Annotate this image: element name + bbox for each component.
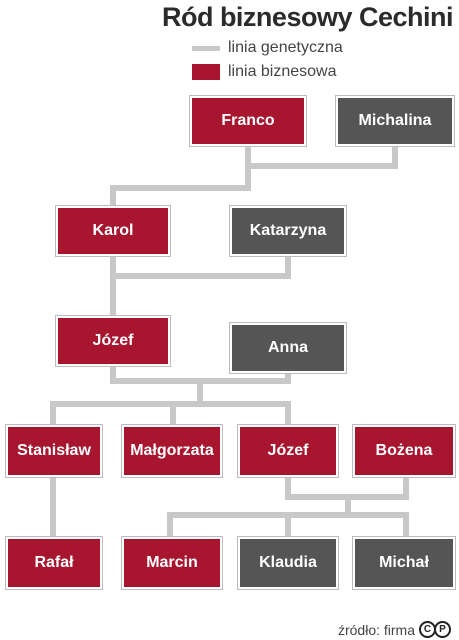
connector-karol-katarzyna xyxy=(110,253,291,279)
node-michalina: Michalina xyxy=(335,95,455,147)
legend-genetic-label: linia genetyczna xyxy=(228,39,343,56)
legend-genetic-swatch xyxy=(192,45,220,51)
legend-genetic: linia genetyczna xyxy=(192,37,343,59)
node-jozef-2: Józef xyxy=(237,424,339,478)
legend-business-swatch xyxy=(192,64,220,80)
source-text: źródło: firma xyxy=(337,621,415,638)
node-marcin: Marcin xyxy=(121,536,223,590)
node-jozef-1: Józef xyxy=(55,315,171,367)
connector-franco-michalina xyxy=(245,143,398,169)
connector-to-karol xyxy=(110,163,251,209)
node-karol: Karol xyxy=(55,205,171,257)
node-malgorzata: Małgorzata xyxy=(121,424,223,478)
node-franco: Franco xyxy=(189,95,307,147)
cp-logo-icon: C P xyxy=(419,621,451,638)
node-michal: Michał xyxy=(352,536,456,590)
node-anna: Anna xyxy=(229,322,347,374)
legend-business: linia biznesowa xyxy=(192,61,337,83)
diagram-title: Ród biznesowy Cechini xyxy=(161,2,454,32)
node-klaudia: Klaudia xyxy=(237,536,339,590)
source-credit: źródło: firma C P xyxy=(338,621,451,638)
legend-business-label: linia biznesowa xyxy=(228,63,337,80)
cp-logo-p: P xyxy=(434,621,451,638)
node-rafal: Rafał xyxy=(5,536,103,590)
node-bozena: Bożena xyxy=(352,424,456,478)
node-katarzyna: Katarzyna xyxy=(229,205,347,257)
node-stanislaw: Stanisław xyxy=(5,424,103,478)
